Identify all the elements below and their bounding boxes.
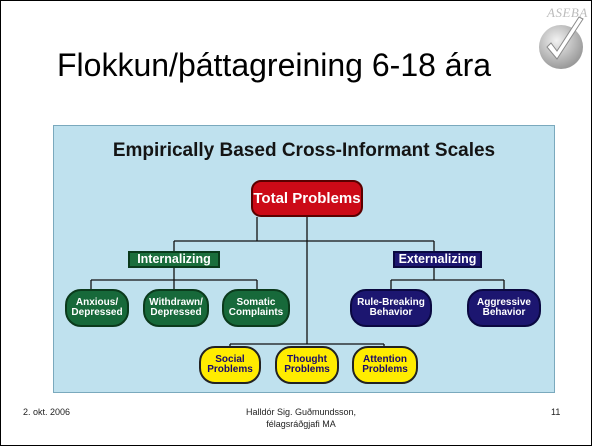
checkmark-icon (539, 16, 584, 69)
aseba-logo: ASEBA (525, 5, 591, 77)
scale-label-line1: Rule-Breaking (357, 296, 425, 308)
scale-label-line1: Attention (363, 353, 407, 365)
connector-lines (90, 217, 505, 346)
externalizing-box: Externalizing (393, 251, 482, 268)
slide-title: Flokkun/þáttagreining 6-18 ára (57, 47, 492, 83)
scale-label-line2: Problems (362, 364, 408, 375)
anxious-depressed-box: Anxious/Depressed (65, 289, 129, 327)
externalizing-label: Externalizing (398, 251, 477, 266)
scale-label-line1: Withdrawn/ (149, 296, 203, 308)
page-number: 11 (551, 407, 561, 417)
scale-label-line2: Behavior (482, 307, 526, 318)
total-problems-box: Total Problems (251, 180, 363, 217)
diagram-heading: Empirically Based Cross-Informant Scales (112, 140, 496, 161)
scale-label-line2: Behavior (369, 307, 413, 318)
internalizing-label: Internalizing (137, 251, 211, 266)
scale-label-line2: Depressed (71, 307, 123, 318)
scales-diagram: Empirically Based Cross-Informant Scales (53, 125, 555, 393)
scale-label-line1: Social (215, 353, 245, 365)
withdrawn-depressed-box: Withdrawn/Depressed (143, 289, 209, 327)
scale-label-line2: Depressed (150, 307, 202, 318)
scale-label-line1: Aggressive (477, 296, 531, 308)
total-problems-label: Total Problems (253, 189, 361, 207)
internalizing-box: Internalizing (128, 251, 220, 268)
scale-label-line2: Problems (207, 364, 253, 375)
scale-label-line1: Thought (287, 353, 327, 365)
footer-author-title: félagsráðgjafi MA (266, 418, 336, 429)
scale-label-line1: Somatic (236, 296, 276, 308)
scale-label-line2: Complaints (228, 307, 284, 318)
scale-label-line2: Problems (284, 364, 330, 375)
footer-author-name: Halldór Sig. Guðmundsson, (245, 407, 357, 417)
footer-date: 2. okt. 2006 (23, 407, 71, 417)
logo-text: ASEBA (547, 5, 588, 20)
scale-label-line1: Anxious/ (75, 296, 119, 308)
footer-author: Halldór Sig. Guðmundsson, félagsráðgjafi… (201, 407, 401, 430)
